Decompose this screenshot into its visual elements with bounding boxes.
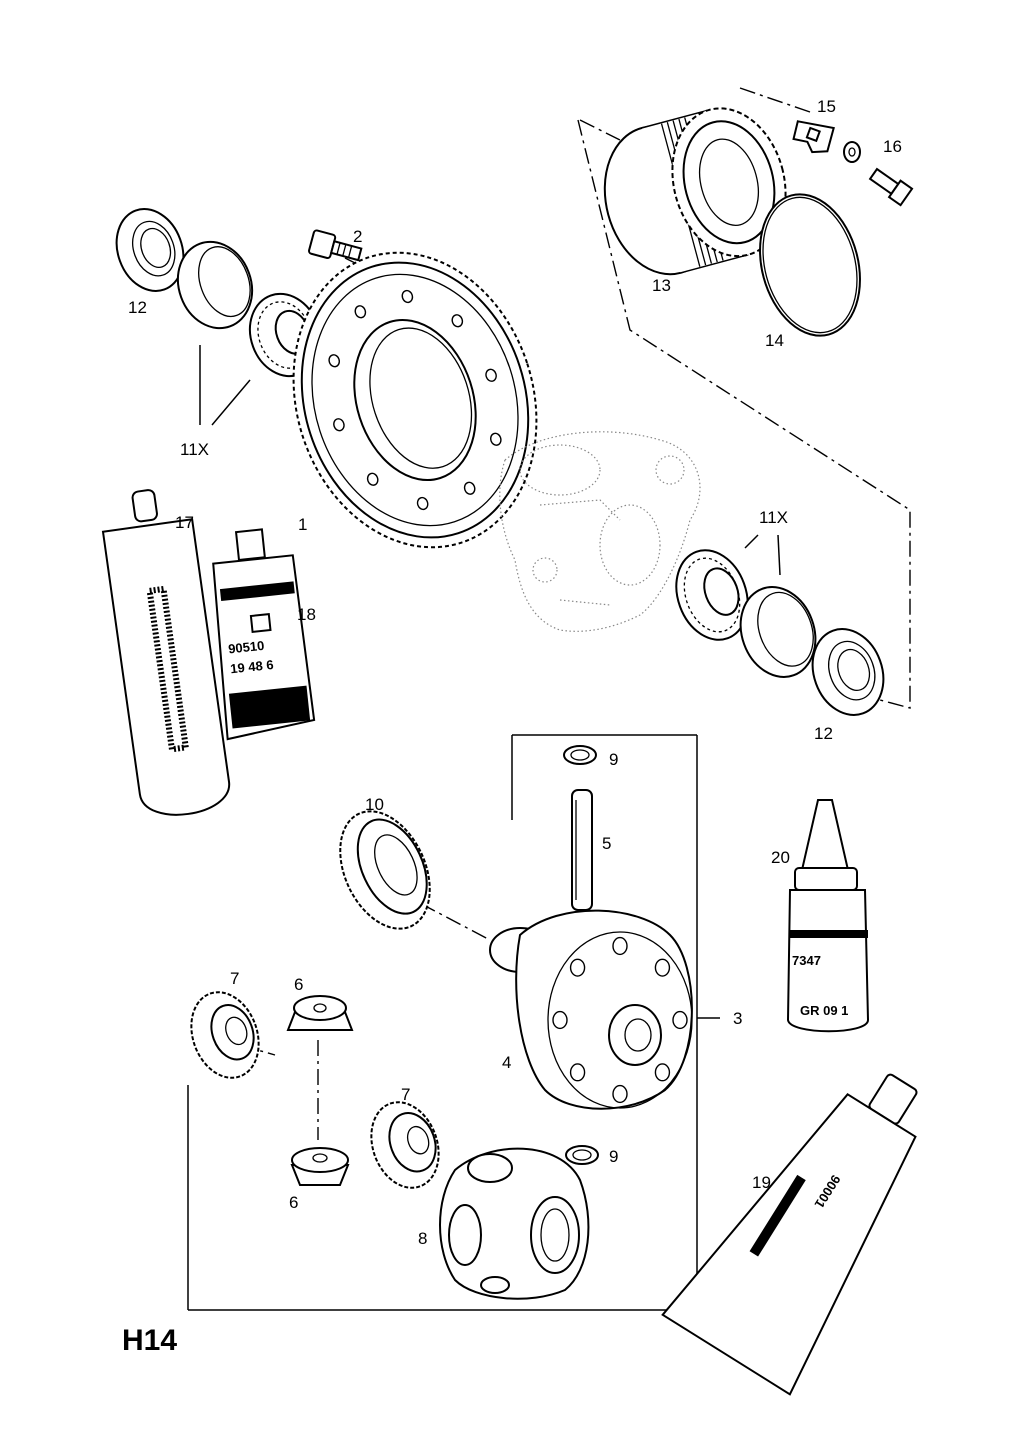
tube18-text-line2: 19 48 6 — [230, 657, 275, 676]
callout-12-right: 12 — [814, 724, 833, 743]
lock-plate — [792, 120, 835, 154]
callout-1: 1 — [298, 515, 307, 534]
case-bolt-hole — [569, 958, 586, 977]
callout-16: 16 — [883, 137, 902, 156]
diagram-code: H14 — [122, 1324, 177, 1357]
speedo-sleeve — [603, 107, 787, 276]
side-bevel-gear-10 — [339, 810, 431, 930]
callout-7-upper: 7 — [230, 969, 239, 988]
callout-9-upper: 9 — [609, 750, 618, 769]
callout-7-lower: 7 — [401, 1085, 410, 1104]
ring-gear-bolt-hole — [328, 354, 340, 368]
ring-gear-bolt-hole — [416, 496, 429, 511]
adhesive-bottle-20: 7347 GR 09 1 — [786, 799, 870, 1033]
callout-13: 13 — [652, 276, 671, 295]
bottle20-text-line1: 7347 — [792, 953, 821, 968]
callout-6-upper: 6 — [294, 975, 303, 994]
case-bolt-hole — [612, 1084, 628, 1104]
o-ring — [759, 193, 861, 337]
side-gear-7-upper — [190, 991, 260, 1079]
seal-ring-left — [115, 208, 185, 292]
case-bolt-hole — [672, 1010, 688, 1030]
case-bolt-hole — [654, 1063, 671, 1082]
callout-2: 2 — [353, 227, 362, 246]
callout-11x-right: 11X — [759, 508, 788, 527]
bearing-cone-right — [675, 549, 749, 641]
assembly-frame-lines — [577, 87, 911, 709]
callout-9-lower: 9 — [609, 1147, 618, 1166]
differential-housing-outline — [499, 431, 701, 632]
callout-12-left: 12 — [128, 298, 147, 317]
callout-20: 20 — [771, 848, 790, 867]
callout-8: 8 — [418, 1229, 427, 1248]
pinion-shaft — [571, 789, 593, 911]
callout-17: 17 — [175, 513, 194, 532]
differential-case — [489, 909, 693, 1110]
callout-18: 18 — [297, 605, 316, 624]
bearing-race-left — [176, 240, 254, 330]
case-bolt-hole — [612, 936, 628, 956]
case-bolt-hole — [569, 1063, 586, 1082]
bearing-race-right — [739, 586, 817, 678]
sealant-tube-17 — [101, 489, 231, 816]
callout-6-lower: 6 — [289, 1193, 298, 1212]
case-bolt-hole — [654, 958, 671, 977]
tube-18: 90510 19 48 6 — [212, 528, 316, 741]
pinion-gear-6-lower — [290, 1147, 350, 1186]
ring-gear — [292, 251, 538, 549]
callout-10: 10 — [365, 795, 384, 814]
ring-gear-bolt-hole — [490, 432, 502, 446]
circlip-bottom — [565, 1145, 599, 1165]
callout-labels: 1 2 3 4 5 6 6 7 7 8 9 9 10 11X 11X 12 12… — [128, 97, 902, 1248]
tube-19: 90001 — [661, 1073, 918, 1396]
callout-14: 14 — [765, 331, 784, 350]
ring-gear-bolt-hole — [485, 368, 497, 382]
callout-19: 19 — [752, 1173, 771, 1192]
callout-15: 15 — [817, 97, 836, 116]
ring-gear-bolt-hole — [463, 481, 476, 495]
pinion-gear-6-upper — [286, 995, 354, 1031]
bottle20-text-line2: GR 09 1 — [800, 1003, 848, 1018]
callout-5: 5 — [602, 834, 611, 853]
ring-gear-bolt-hole — [366, 472, 379, 486]
side-gear-7-lower — [370, 1101, 440, 1189]
seal-ring-right — [811, 628, 885, 716]
gear-carrier-8 — [439, 1147, 590, 1300]
callout-4: 4 — [502, 1053, 511, 1072]
ring-gear-bolt-hole — [401, 289, 414, 304]
circlip-top — [563, 745, 597, 765]
washer-bolt-16 — [843, 141, 914, 207]
case-bolt-hole — [552, 1010, 568, 1030]
callout-11x-left: 11X — [180, 440, 209, 459]
ring-gear-bolt-hole — [451, 314, 464, 328]
ring-gear-bolt-hole — [354, 305, 367, 319]
tube18-text-line1: 90510 — [227, 638, 265, 657]
bolt-2 — [308, 229, 363, 262]
callout-3: 3 — [733, 1009, 742, 1028]
